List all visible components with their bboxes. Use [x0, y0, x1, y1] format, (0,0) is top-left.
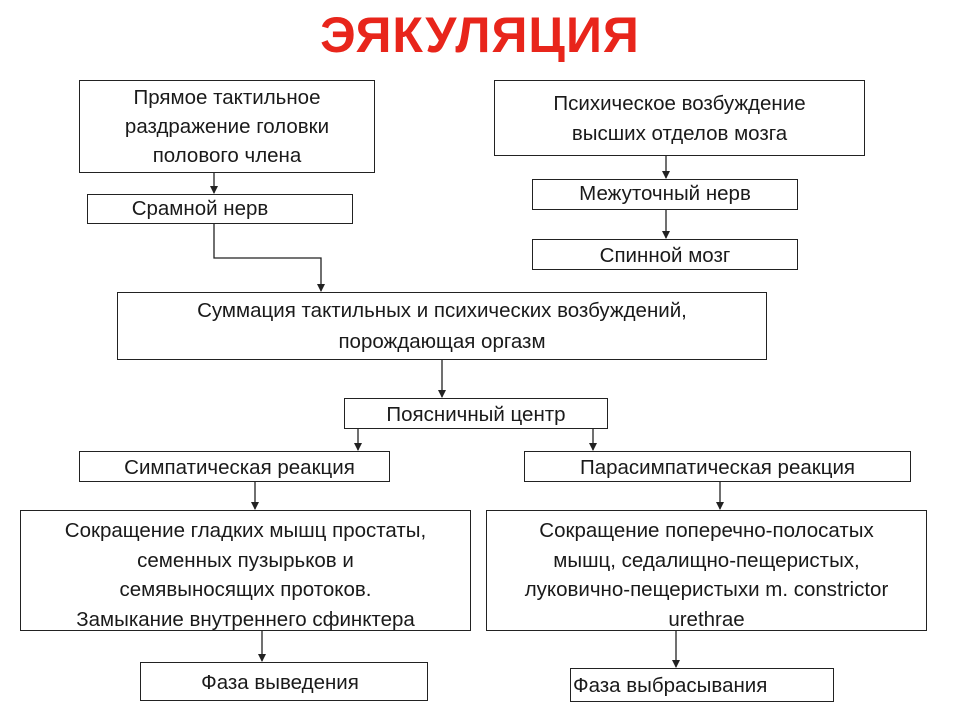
emission-phase-box: Фаза выведения [140, 662, 428, 701]
psychic-arousal-box: Психическое возбуждение высших отделов м… [494, 80, 865, 156]
smooth-muscle-box: Сокращение гладких мышц простаты, семенн… [20, 510, 471, 631]
spinal-cord-box: Спинной мозг [532, 239, 798, 270]
pudendal-nerve-box: Срамной нерв [87, 194, 353, 224]
striated-muscle-box: Сокращение поперечно-полосатых мышц, сед… [486, 510, 927, 631]
expulsion-phase-box: Фаза выбрасывания [570, 668, 834, 702]
parasympathetic-reaction-box: Парасимпатическая реакция [524, 451, 911, 482]
sympathetic-reaction-box: Симпатическая реакция [79, 451, 390, 482]
page-title: ЭЯКУЛЯЦИЯ [320, 7, 640, 63]
arrow-pudendal-to-summation [213, 224, 325, 292]
lumbar-center-box: Поясничный центр [344, 398, 608, 429]
intermediate-nerve-box: Межуточный нерв [532, 179, 798, 210]
tactile-stimulation-box: Прямое тактильное раздражение головки по… [79, 80, 375, 173]
summation-box: Суммация тактильных и психических возбуж… [117, 292, 767, 360]
